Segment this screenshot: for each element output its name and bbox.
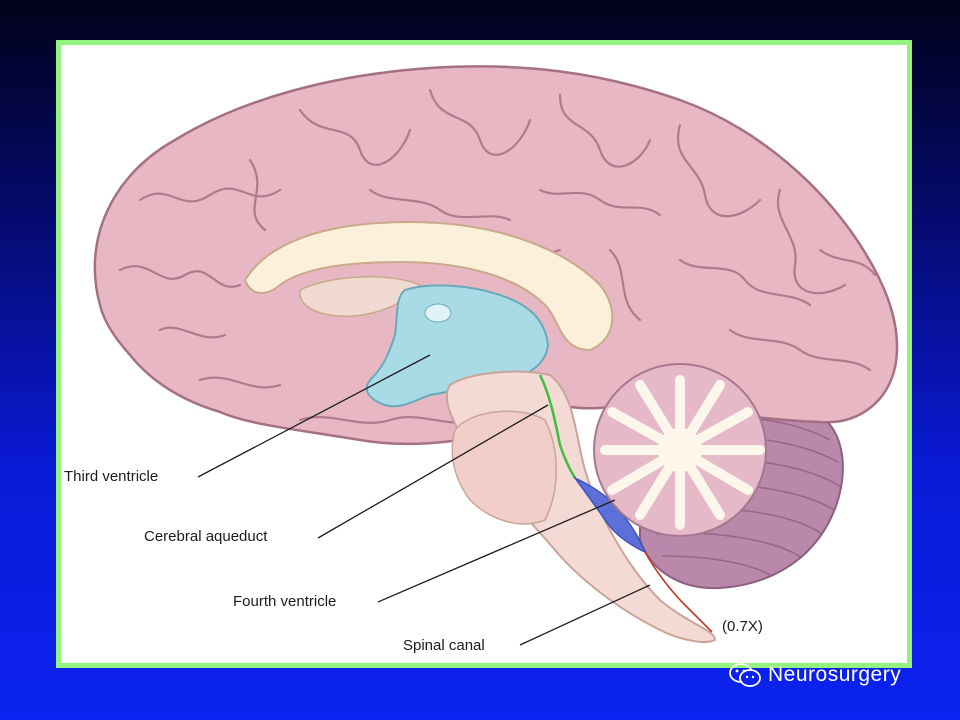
arbor-vitae (600, 375, 765, 530)
watermark-text: Neurosurgery (768, 663, 902, 686)
cerebral-aqueduct-label: Cerebral aqueduct (144, 528, 268, 545)
third-ventricle-label: Third ventricle (64, 468, 159, 485)
thalamus (299, 276, 422, 317)
magnification-label: (0.7X) (722, 618, 763, 635)
cerebral-aqueduct (538, 374, 577, 479)
fourth-ventricle-leader (377, 499, 616, 603)
watermark: Neurosurgery (728, 662, 901, 688)
third-ventricle-leader (197, 354, 431, 478)
pons (451, 410, 557, 525)
corpus-callosum (243, 220, 614, 352)
spinal-canal-label: Spinal canal (403, 637, 485, 654)
spinal-canal-leader (519, 584, 651, 646)
fourth-ventricle-label: Fourth ventricle (233, 593, 337, 610)
spinal-canal (644, 551, 713, 633)
cerebral-aqueduct-leader (317, 404, 549, 539)
wechat-icon (729, 663, 761, 687)
